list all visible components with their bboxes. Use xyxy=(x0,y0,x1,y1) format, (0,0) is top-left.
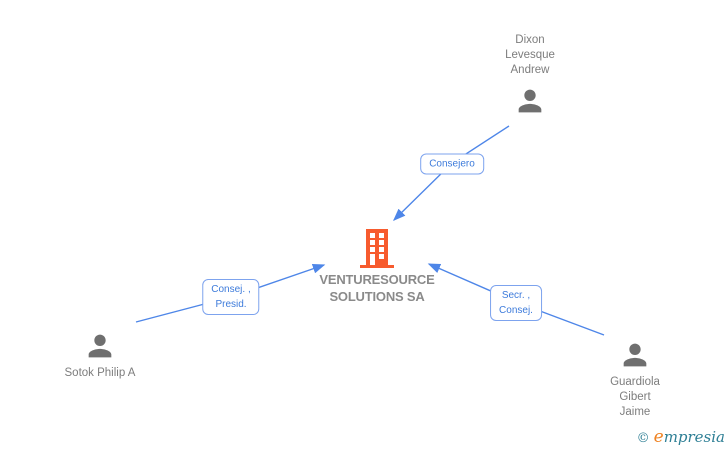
person-name-line: Andrew xyxy=(510,64,550,76)
person-name-line: Gibert xyxy=(619,391,651,403)
edge-label-consej-presid[interactable]: Consej. , Presid. xyxy=(202,279,260,315)
person-name-line: Jaime xyxy=(619,406,651,418)
person-icon xyxy=(618,338,652,372)
empresia-logo[interactable]: ©empresia xyxy=(637,428,725,448)
edge-label-text: Consej. xyxy=(499,305,533,316)
edge-label-text: Consej. , xyxy=(211,284,251,295)
logo-wordmark: mpresia xyxy=(663,428,725,446)
building-icon xyxy=(357,226,397,270)
person-name-line: Guardiola xyxy=(610,376,660,388)
person-icon xyxy=(83,329,117,363)
person-name-line: Levesque xyxy=(505,49,555,61)
person-node-guardiola[interactable]: Guardiola Gibert Jaime xyxy=(575,338,695,420)
person-node-dixon[interactable]: Dixon Levesque Andrew xyxy=(470,33,590,118)
company-name-line: SOLUTIONS SA xyxy=(329,289,425,304)
person-node-sotok[interactable]: Sotok Philip A xyxy=(40,329,160,381)
edge-label-secr-consej[interactable]: Secr. , Consej. xyxy=(490,285,542,321)
person-icon xyxy=(513,84,547,118)
copyright-icon: © xyxy=(636,431,650,446)
edge-label-consejero[interactable]: Consejero xyxy=(420,153,484,175)
company-node-venturesource[interactable]: VENTURESOURCE SOLUTIONS SA xyxy=(307,226,447,305)
company-name-line: VENTURESOURCE xyxy=(319,272,435,287)
person-name-line: Sotok Philip A xyxy=(64,367,136,379)
logo-initial: e xyxy=(653,427,664,447)
edge-label-text: Secr. , xyxy=(501,290,531,301)
edge-label-text: Consejero xyxy=(429,158,475,170)
edge-label-text: Presid. xyxy=(215,299,247,310)
person-name-line: Dixon xyxy=(515,34,545,46)
